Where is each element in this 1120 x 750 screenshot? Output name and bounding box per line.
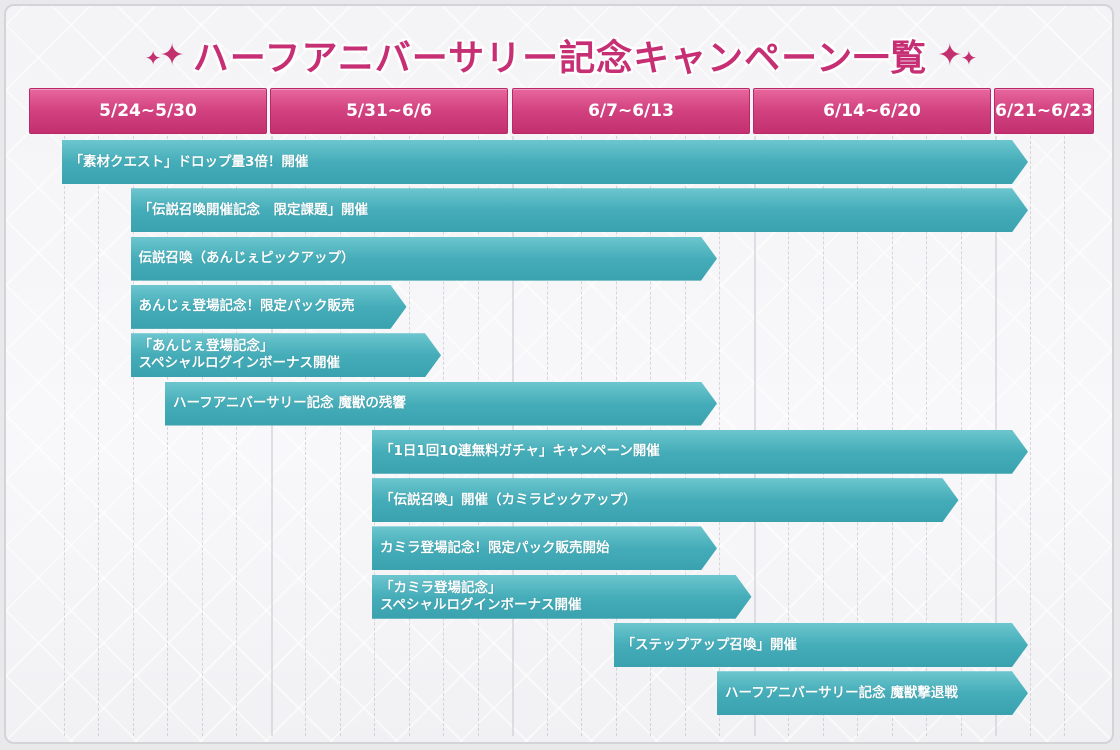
- campaign-label: ハーフアニバーサリー記念 魔獣撃退戦: [725, 684, 958, 701]
- campaign-label: 「素材クエスト」ドロップ量3倍！開催: [69, 153, 309, 170]
- sparkle-right-icon: ✦✦: [937, 37, 977, 73]
- day-gridline: [270, 136, 273, 736]
- day-gridline: [236, 136, 237, 736]
- campaign-bar: 「伝説召喚開催記念 限定課題」開催: [131, 188, 1029, 232]
- page-title: ハーフアニバーサリー記念キャンペーン一覧: [192, 38, 928, 79]
- campaign-label: 「伝説召喚」開催（カミラピックアップ）: [380, 491, 637, 508]
- day-gridline: [201, 136, 203, 736]
- campaign-label: ハーフアニバーサリー記念 魔獣の残響: [173, 395, 406, 411]
- campaign-label: 伝説召喚（あんじぇピックアップ）: [138, 250, 355, 267]
- campaign-label: 「1日1回10連無料ガチャ」キャンペーン開催: [380, 443, 660, 460]
- campaign-bar: 「あんじぇ登場記念」 スペシャルログインボーナス開催: [131, 333, 442, 377]
- campaign-bar: 「素材クエスト」ドロップ量3倍！開催: [62, 140, 1029, 184]
- campaign-bar: 伝説召喚（あんじぇピックアップ）: [131, 237, 718, 281]
- campaign-label: 「ステップアップ召喚」開催: [621, 636, 797, 653]
- sparkle-left-icon: ✦✦: [144, 37, 185, 73]
- day-gridline: [167, 136, 168, 736]
- week-header: 6/14~6/20: [753, 88, 991, 134]
- campaign-bar: ハーフアニバーサリー記念 魔獣撃退戦: [717, 671, 1028, 715]
- day-gridline: [63, 136, 65, 736]
- campaign-label: 「カミラ登場記念」 スペシャルログインボーナス開催: [380, 579, 582, 613]
- campaign-label: カミラ登場記念！限定パック販売開始: [380, 539, 610, 556]
- campaign-bar: ハーフアニバーサリー記念 魔獣の残響: [165, 382, 717, 426]
- campaign-label: あんじぇ登場記念！限定パック販売: [138, 298, 355, 315]
- day-gridline: [98, 136, 99, 736]
- day-gridline: [132, 136, 134, 736]
- campaign-bar: 「カミラ登場記念」 スペシャルログインボーナス開催: [372, 575, 752, 619]
- week-header: 6/21~6/23: [994, 88, 1094, 134]
- day-gridline: [1064, 136, 1065, 736]
- campaign-bar: あんじぇ登場記念！限定パック販売: [131, 285, 407, 329]
- campaign-bar: 「伝説召喚」開催（カミラピックアップ）: [372, 478, 959, 522]
- day-gridline: [1029, 136, 1031, 736]
- title-row: ✦✦ ハーフアニバーサリー記念キャンペーン一覧 ✦✦: [0, 30, 1120, 80]
- week-header: 5/24~5/30: [29, 88, 267, 134]
- campaign-bar: カミラ登場記念！限定パック販売開始: [372, 526, 717, 570]
- week-header: 5/31~6/6: [270, 88, 508, 134]
- day-gridline: [305, 136, 306, 736]
- week-header: 6/7~6/13: [512, 88, 750, 134]
- campaign-label: 「あんじぇ登場記念」 スペシャルログインボーナス開催: [138, 338, 341, 372]
- campaign-bar: 「ステップアップ召喚」開催: [614, 623, 1029, 667]
- campaign-bar: 「1日1回10連無料ガチャ」キャンペーン開催: [372, 430, 1028, 474]
- campaign-label: 「伝説召喚開催記念 限定課題」開催: [138, 201, 368, 218]
- day-gridline: [339, 136, 341, 736]
